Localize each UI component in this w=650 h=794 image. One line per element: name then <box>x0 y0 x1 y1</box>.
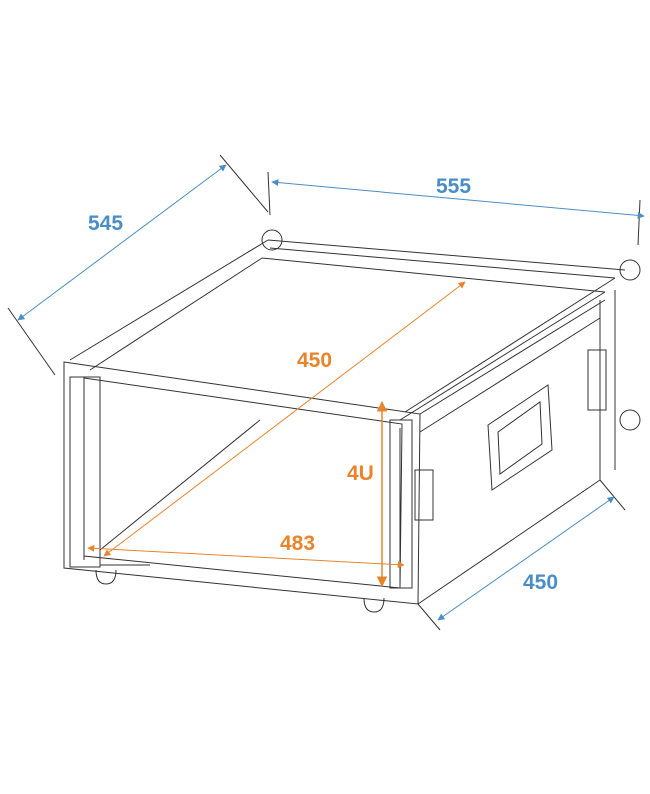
dimension-label-555: 555 <box>436 175 472 198</box>
dimension-label-4u: 4U <box>347 462 374 485</box>
dimension-line-545 <box>17 164 227 321</box>
dimension-label-545: 545 <box>88 212 124 235</box>
dimension-line-450-side <box>437 496 615 621</box>
dimension-line-483 <box>87 544 405 569</box>
dimension-label-450-side: 450 <box>523 571 559 594</box>
dimension-label-450-inner: 450 <box>297 349 333 372</box>
dimension-line-555 <box>271 179 645 219</box>
dimension-line-450-inner <box>103 281 466 557</box>
dimension-label-483: 483 <box>280 532 316 555</box>
